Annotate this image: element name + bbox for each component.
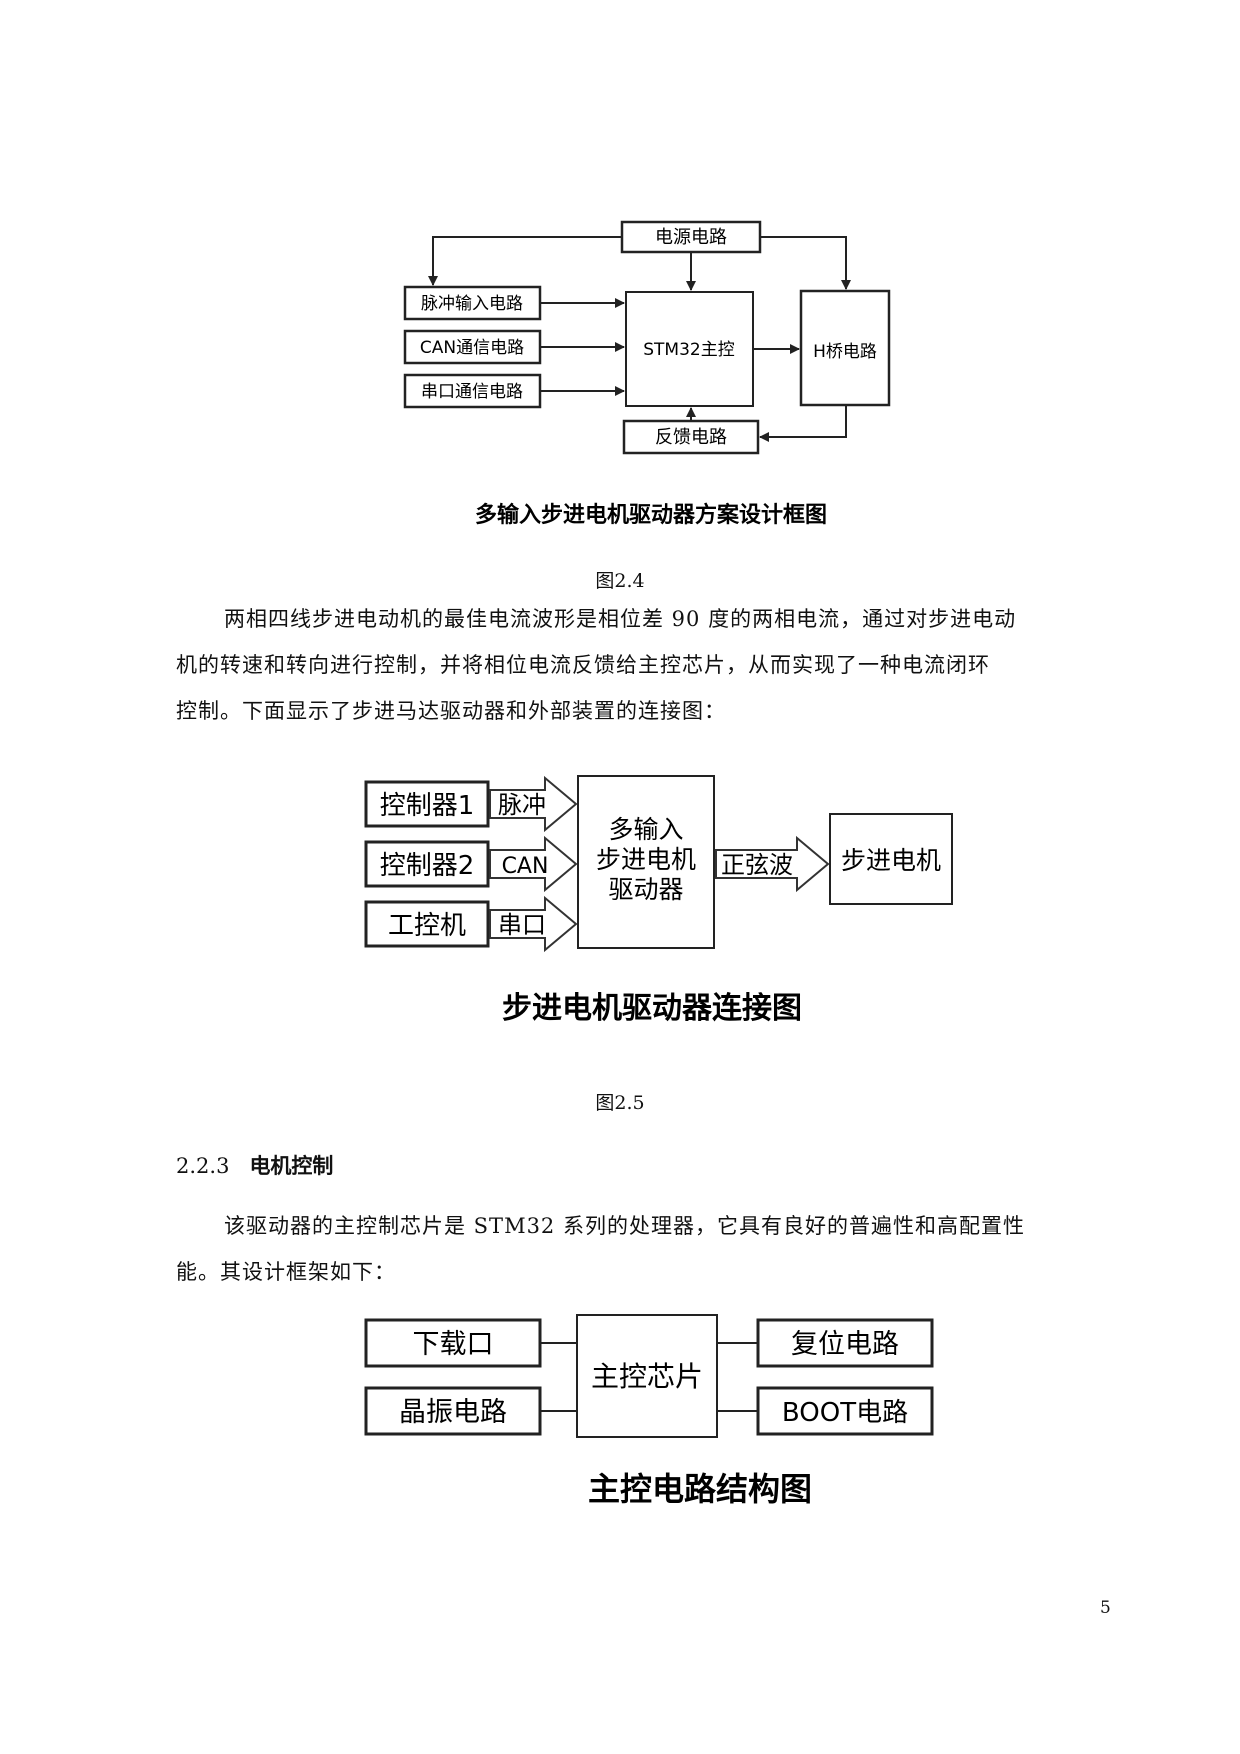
figure-2-4-diagram: 电源电路 脉冲输入电路 CAN通信电路 串口通信电路 STM32主控 H桥电路 …: [403, 220, 891, 528]
driver-label-line-3: 驱动器: [608, 875, 683, 904]
controller-2-box: [364, 840, 490, 888]
main-chip-box: [576, 1314, 718, 1438]
industrial-pc-box: [364, 900, 490, 948]
paragraph-1: 两相四线步进电动机的最佳电流波形是相位差 90 度的两相电流，通过对步进电动 机…: [176, 596, 1116, 734]
controller-1-label: 控制器1: [380, 791, 475, 821]
driver-label-line-2: 步进电机: [596, 845, 696, 874]
download-port-box: [364, 1318, 542, 1368]
boot-box: [756, 1386, 934, 1436]
h-bridge-label: H桥电路: [813, 342, 877, 362]
stm32-box: [625, 291, 754, 407]
boot-label: BOOT电路: [782, 1398, 908, 1428]
section-number: 2.2.3: [176, 1154, 230, 1178]
stm32-label: STM32主控: [643, 340, 734, 360]
h-bridge-box: [799, 289, 891, 407]
figure-2-4-caption: 图2.4: [595, 570, 645, 592]
power-label: 电源电路: [655, 227, 727, 248]
section-heading: 2.2.3 电机控制: [176, 1150, 333, 1180]
controller-2-label: 控制器2: [380, 851, 475, 881]
can-comm-box: [403, 329, 542, 365]
paragraph-1-line-3: 控制。下面显示了步进马达驱动器和外部装置的连接图：: [176, 699, 726, 723]
main-control-diagram: 下载口 晶振电路 主控芯片 复位电路 BOOT电路 主控电路结构图: [364, 1314, 934, 1508]
paragraph-2: 该驱动器的主控制芯片是 STM32 系列的处理器，它具有良好的普遍性和高配置性 …: [176, 1203, 1116, 1295]
stepper-motor-label: 步进电机: [841, 846, 941, 875]
pulse-arrow: [489, 775, 578, 833]
main-control-connectors: [540, 1342, 758, 1412]
figure-2-5-caption: 图2.5: [595, 1092, 645, 1114]
paragraph-2-line-1: 该驱动器的主控制芯片是 STM32 系列的处理器，它具有良好的普遍性和高配置性: [224, 1214, 1025, 1238]
industrial-pc-label: 工控机: [388, 911, 466, 941]
page-number: 5: [1100, 1598, 1111, 1618]
download-port-label: 下载口: [413, 1329, 494, 1360]
stepper-motor-box: [829, 813, 953, 905]
crystal-label: 晶振电路: [399, 1397, 507, 1428]
serial-arrow: [489, 895, 578, 953]
feedback-label: 反馈电路: [655, 427, 727, 448]
feedback-box: [622, 419, 760, 455]
serial-comm-label: 串口通信电路: [421, 382, 523, 402]
section-title: 电机控制: [249, 1154, 334, 1178]
pulse-input-box: [403, 285, 542, 321]
figure-2-5-arrows: [489, 775, 830, 953]
serial-label: 串口: [498, 911, 546, 939]
paragraph-2-line-2: 能。其设计框架如下：: [176, 1260, 396, 1284]
can-arrow: [489, 835, 578, 893]
figure-2-5-diagram: 控制器1 控制器2 工控机 脉冲 CAN 串口 正弦波 多输入 步进电机 驱动器…: [364, 775, 953, 1026]
can-label: CAN: [502, 854, 549, 879]
reset-box: [756, 1318, 934, 1368]
paragraph-1-line-2: 机的转速和转向进行控制，并将相位电流反馈给主控芯片，从而实现了一种电流闭环: [176, 653, 990, 677]
can-comm-label: CAN通信电路: [420, 338, 524, 358]
controller-1-box: [364, 780, 490, 828]
driver-label-line-1: 多输入: [608, 815, 683, 844]
pulse-label: 脉冲: [498, 791, 546, 819]
pulse-input-label: 脉冲输入电路: [421, 294, 523, 314]
main-chip-label: 主控芯片: [591, 1360, 703, 1393]
figure-2-4-title: 多输入步进电机驱动器方案设计框图: [475, 502, 827, 528]
main-control-title: 主控电路结构图: [588, 1470, 812, 1508]
figure-2-5-title: 步进电机驱动器连接图: [502, 991, 802, 1026]
crystal-box: [364, 1386, 542, 1436]
reset-label: 复位电路: [791, 1329, 899, 1360]
driver-box: [577, 775, 715, 949]
sine-arrow: [715, 835, 830, 893]
paragraph-1-line-1: 两相四线步进电动机的最佳电流波形是相位差 90 度的两相电流，通过对步进电动: [224, 607, 1017, 631]
sine-label: 正弦波: [721, 851, 793, 879]
figure-2-4-connectors: [428, 236, 851, 442]
